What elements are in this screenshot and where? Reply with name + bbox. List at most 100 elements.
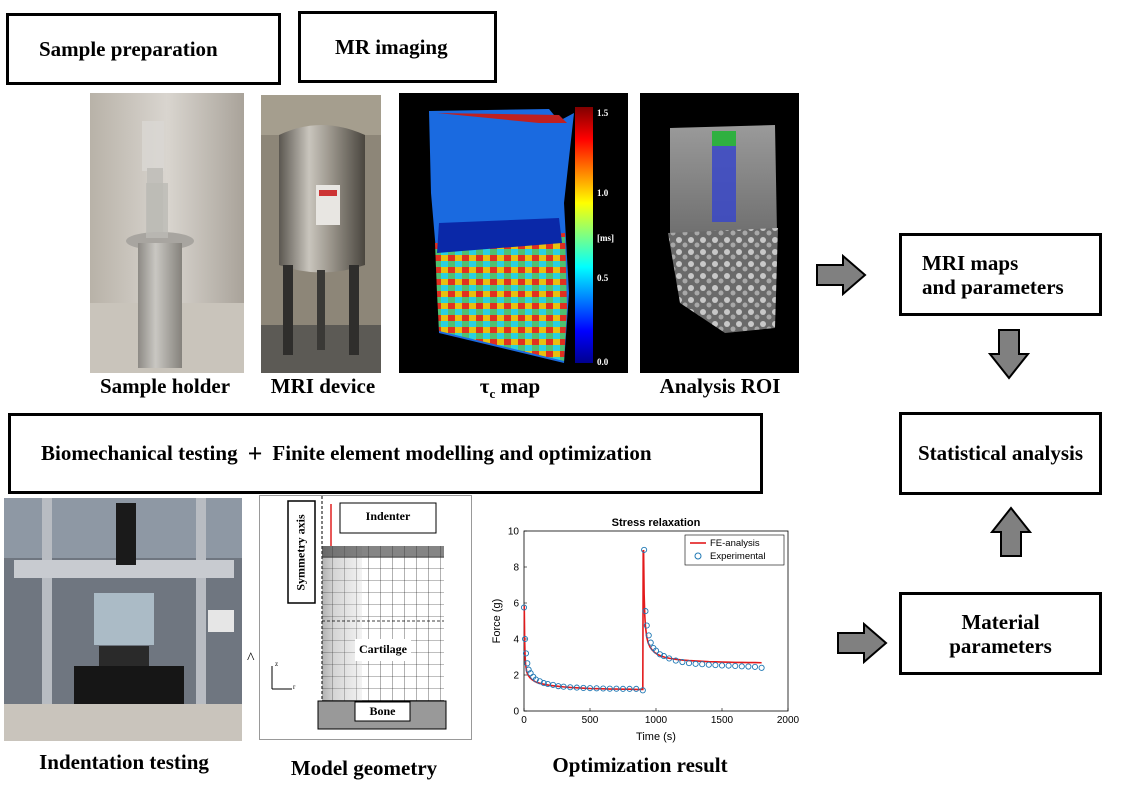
cartilage-label: Cartilage [359,642,407,656]
mr-imaging-box: MR imaging [298,11,497,83]
mri-device-photo [261,95,381,373]
symmetry-axis-label: Symmetry axis [294,513,309,591]
right-arrow-icon [837,622,888,664]
biomech-label: Biomechanical testing [41,441,238,465]
experimental-point [643,622,650,629]
y-tick-label: 4 [513,635,519,646]
sample-preparation-label: Sample preparation [39,36,218,61]
y-axis-label: Force (g) [491,599,503,644]
legend-box [684,534,785,566]
experimental-point [699,661,706,668]
statistical-analysis-box: Statistical analysis [899,412,1102,495]
experimental-point [633,685,640,692]
caret-mark: ^ [247,650,255,667]
experimental-point [666,655,673,662]
tau-subscript: c [489,386,496,402]
y-tick-label: 10 [508,527,520,538]
experimental-point [586,685,594,692]
legend-fe-label: FE-analysis [710,538,760,549]
analysis-roi-caption: Analysis ROI [659,374,781,398]
experimental-point [536,678,543,685]
experimental-point [522,650,530,657]
tau-map-text: map [495,374,541,398]
experimental-point [647,639,654,646]
experimental-point [685,660,693,667]
up-arrow-icon [990,506,1032,557]
y-tick-label: 2 [513,671,519,682]
tau-symbol: τ [479,374,490,398]
optimization-result-caption: Optimization result [552,753,728,777]
experimental-point [580,684,587,692]
experimental-point [639,687,646,694]
experimental-point [560,683,567,690]
colorbar-tick-top: 1.5 [597,108,609,118]
x-tick-label: 1000 [645,715,668,726]
experimental-point [525,666,532,673]
sample-holder-caption: Sample holder [99,374,231,398]
mri-device-caption: MRI device [270,374,376,398]
material-line2: parameters [949,633,1052,658]
indentation-testing-caption: Indentation testing [39,750,209,774]
experimental-point [573,684,580,691]
colorbar-unit: [ms] [597,233,614,243]
experimental-point [593,685,600,692]
experimental-point [652,647,660,654]
colorbar-tick-mid-low: 0.5 [597,273,609,283]
model-geometry-caption: Model geometry [290,756,438,780]
experimental-point [567,684,574,691]
experimental-point [626,685,633,692]
material-line1: Material [961,609,1040,634]
x-tick-label: 2000 [777,715,800,726]
experimental-point [751,663,759,670]
mri-maps-line1: MRI maps [922,250,1019,275]
experimental-point [732,662,739,670]
y-tick-label: 0 [513,707,519,718]
experimental-point [642,608,649,615]
experimental-point [738,663,745,670]
axis-r-label: r [293,683,296,691]
fe-modelling-label: Finite element modelling and optimizatio… [272,441,652,465]
mri-maps-box: MRI maps and parameters [899,233,1102,316]
experimental-point [606,685,613,692]
biomech-fe-box: Biomechanical testing + Finite element m… [8,413,763,494]
experimental-point [520,604,528,611]
material-parameters-box: Material parameters [899,592,1102,675]
x-tick-label: 1500 [711,715,734,726]
tau-c-map-image: 1.5 1.0 [ms] 0.5 0.0 [399,93,628,373]
experimental-point [745,663,752,670]
experimental-point [540,680,547,687]
experimental-point [613,685,620,692]
legend-exp-label: Experimental [710,551,765,562]
experimental-point [718,662,726,669]
colorbar-tick-mid-high: 1.0 [597,188,609,198]
tau-c-map-caption: τc map [420,374,600,402]
mri-maps-line2: and parameters [922,274,1064,299]
x-tick-label: 0 [521,715,527,726]
experimental-point [692,660,699,667]
model-geometry-diagram: Symmetry axis Indenter Cartilage Bone z … [259,495,472,740]
legend-exp-swatch [694,552,702,560]
axis-z-label: z [275,660,279,668]
experimental-point [532,676,539,683]
experimental-point [641,546,648,553]
experimental-point [672,657,679,664]
experimental-point [600,685,607,692]
symmetry-axis-label-wrap: Symmetry axis [289,506,314,598]
experimental-point [725,662,732,669]
sample-preparation-box: Sample preparation [6,13,281,85]
experimental-point [524,660,531,667]
plus-sign: + [247,438,263,468]
experimental-point [656,651,664,658]
colorbar-tick-bottom: 0.0 [597,357,609,367]
indentation-testing-photo [4,498,242,741]
x-axis-label: Time (s) [636,731,676,743]
y-tick-label: 6 [513,599,519,610]
experimental-point [645,632,652,639]
right-arrow-icon [816,254,867,296]
experimental-point [679,658,686,666]
experimental-point [522,635,529,643]
analysis-roi-image [640,93,799,373]
experimental-point [705,661,712,668]
